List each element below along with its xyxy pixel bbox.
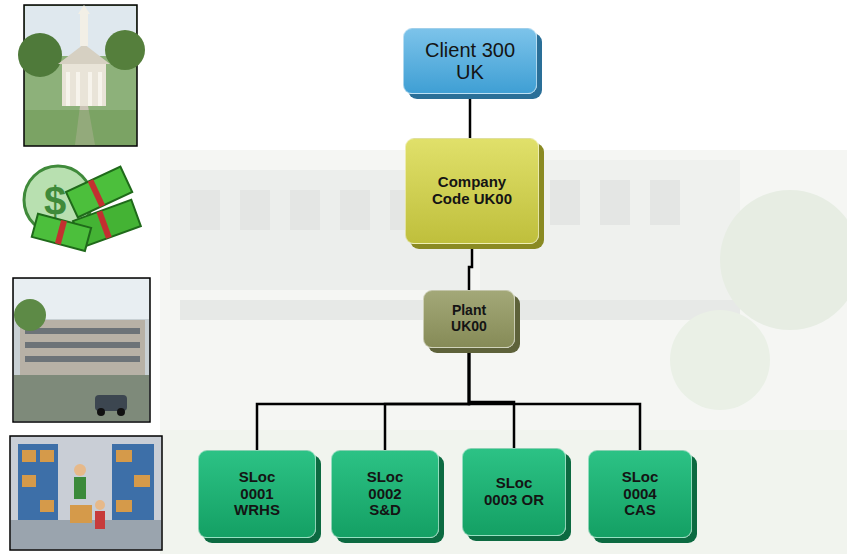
company-code-box: Company Code UK00 <box>405 138 539 244</box>
storage-location-box: SLoc 0002 S&D <box>331 450 439 538</box>
node-label: Client 300 UK <box>414 39 526 84</box>
storage-location-box: SLoc 0003 OR <box>462 448 566 536</box>
node-label: SLoc 0003 OR <box>483 475 545 509</box>
node-label: Company Code UK00 <box>428 174 516 208</box>
storage-location-box: SLoc 0001 WRHS <box>198 450 316 538</box>
hierarchy-connector <box>257 348 469 450</box>
warehouse-clipart <box>10 436 162 550</box>
hierarchy-connector <box>469 348 640 450</box>
office-building-photo <box>13 278 150 422</box>
hierarchy-connector <box>469 94 472 138</box>
client-box: Client 300 UK <box>403 28 537 94</box>
money-icon: $ <box>24 166 141 251</box>
hierarchy-connector <box>469 244 472 290</box>
node-label: SLoc 0004 CAS <box>609 469 671 519</box>
node-label: Plant UK00 <box>441 303 497 334</box>
hierarchy-connector <box>469 348 514 448</box>
node-label: SLoc 0002 S&D <box>354 469 416 519</box>
campus-photo <box>18 5 145 146</box>
node-label: SLoc 0001 WRHS <box>226 469 288 519</box>
hierarchy-connector <box>385 348 469 450</box>
plant-box: Plant UK00 <box>423 290 515 348</box>
storage-location-box: SLoc 0004 CAS <box>588 450 692 538</box>
